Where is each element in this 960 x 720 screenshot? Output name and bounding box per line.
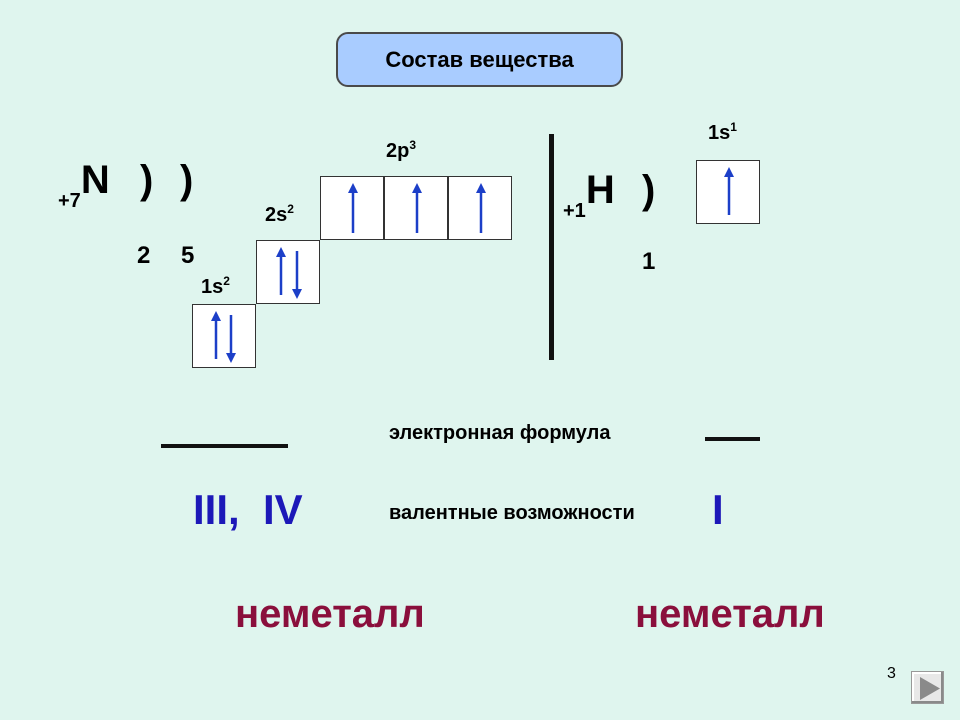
valence-caption: валентные возможности xyxy=(389,502,635,524)
hydrogen-orbital-cell-1s xyxy=(696,160,760,224)
vertical-divider xyxy=(549,134,554,360)
nitrogen-type: неметалл xyxy=(235,592,425,636)
hydrogen-type: неметалл xyxy=(635,592,825,636)
orbital-exponent: 2 xyxy=(223,274,230,288)
orbital-cell-2s xyxy=(256,240,320,304)
hydrogen-orbital-1s-label: 1s1 xyxy=(708,120,737,145)
nitrogen-bracket-1: ) xyxy=(140,158,154,202)
nitrogen-symbol: N xyxy=(80,158,110,202)
orbital-name: 2s xyxy=(265,204,288,226)
nitrogen-scheme: +7N xyxy=(58,158,110,212)
slide-title: Состав вещества xyxy=(385,46,574,72)
formula-caption: электронная формула xyxy=(389,422,611,444)
arrow-up-icon xyxy=(348,183,358,233)
nitrogen-formula-blank xyxy=(161,444,288,448)
hydrogen-charge: +1 xyxy=(563,200,586,222)
orbital-name: 2p xyxy=(386,140,410,162)
orbital-exponent: 2 xyxy=(287,202,294,216)
orbital-name: 1s xyxy=(708,122,731,144)
arrow-up-icon xyxy=(412,183,422,233)
nitrogen-valence: III, IV xyxy=(193,486,303,533)
orbital-exponent: 1 xyxy=(730,120,737,134)
orbital-cell-1s xyxy=(192,304,256,368)
orbital-cell-2p-2 xyxy=(384,176,448,240)
hydrogen-symbol: H xyxy=(585,168,615,212)
orbital-cell-2p-3 xyxy=(448,176,512,240)
page-number: 3 xyxy=(887,665,896,682)
nitrogen-shell-1-count: 2 xyxy=(137,242,151,269)
hydrogen-shell-1-count: 1 xyxy=(642,248,656,275)
orbital-cell-2p-1 xyxy=(320,176,384,240)
arrow-up-icon xyxy=(476,183,486,233)
next-slide-button[interactable] xyxy=(911,671,944,704)
arrow-pair-up-down-icon xyxy=(211,311,236,363)
hydrogen-formula-blank xyxy=(705,437,760,441)
hydrogen-bracket-1: ) xyxy=(642,168,656,212)
nitrogen-orbital-1s-label: 1s2 xyxy=(201,274,230,299)
nitrogen-charge: +7 xyxy=(58,190,81,212)
orbital-name: 1s xyxy=(201,276,224,298)
nitrogen-bracket-2: ) xyxy=(180,158,194,202)
nitrogen-orbital-2p-label: 2p3 xyxy=(386,138,417,163)
arrow-pair-up-down-icon xyxy=(276,247,302,299)
play-triangle-icon xyxy=(920,677,940,700)
orbital-exponent: 3 xyxy=(409,138,417,152)
title-box: Состав вещества xyxy=(336,32,623,87)
hydrogen-valence: I xyxy=(712,486,724,533)
nitrogen-shell-2-count: 5 xyxy=(181,242,195,269)
nitrogen-orbital-2s-label: 2s2 xyxy=(265,202,294,227)
hydrogen-scheme: +1H xyxy=(563,168,615,222)
arrow-up-icon xyxy=(724,167,734,215)
